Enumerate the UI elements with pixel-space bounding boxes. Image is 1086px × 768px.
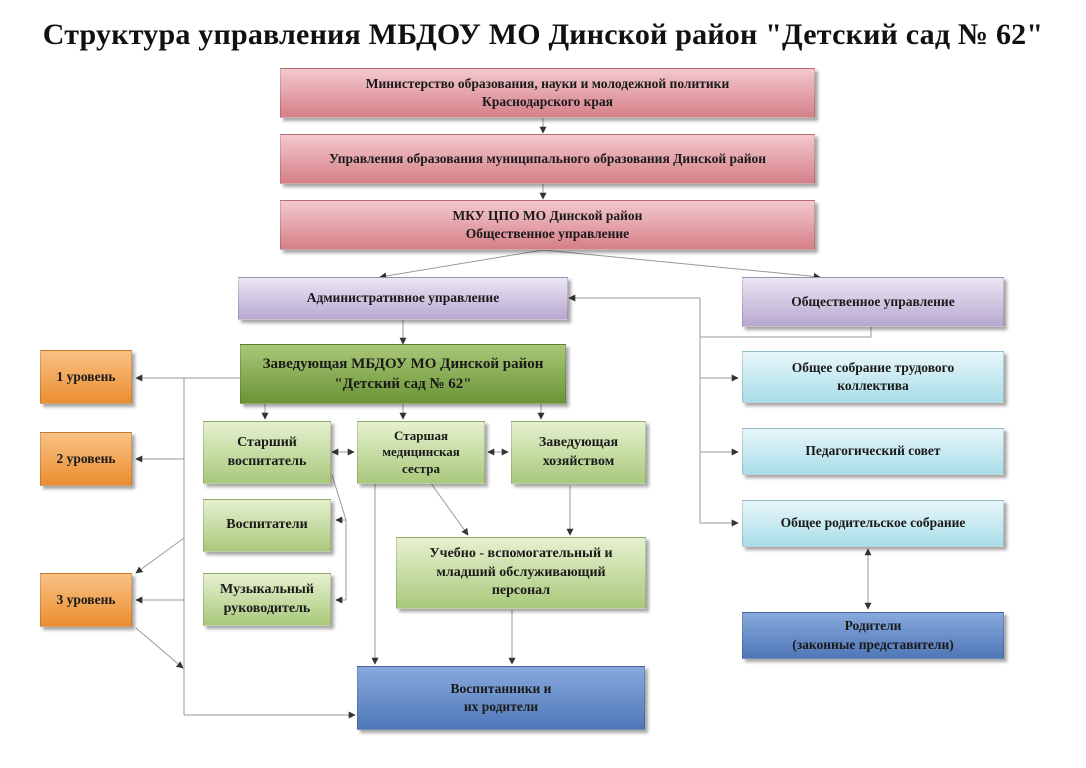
labor-meeting-box: Общее собрание трудового коллектива xyxy=(742,351,1004,403)
level-1-label: 1 уровень xyxy=(56,368,116,384)
mku-label: МКУ ЦПО МО Динской район Общественное уп… xyxy=(452,207,643,241)
teachers-box: Воспитатели xyxy=(203,499,331,552)
senior-teacher-label: Старший воспитатель xyxy=(227,434,307,469)
education-dept-box: Управления образования муниципального об… xyxy=(280,134,815,184)
page-title: Структура управления МБДОУ МО Динской ра… xyxy=(42,18,1044,51)
parents-label: Родители (законные представители) xyxy=(792,618,954,652)
parent-meeting-label: Общее родительское собрание xyxy=(780,515,966,531)
senior-nurse-box: Старшая медицинская сестра xyxy=(357,421,485,484)
level-3-label: 3 уровень xyxy=(56,591,116,607)
parents-box: Родители (законные представители) xyxy=(742,612,1004,659)
mku-box: МКУ ЦПО МО Динской район Общественное уп… xyxy=(280,200,815,250)
music-director-label: Музыкальный руководитель xyxy=(220,581,314,616)
public-management-label: Общественное управление xyxy=(791,293,955,309)
senior-nurse-label: Старшая медицинская сестра xyxy=(382,428,460,476)
pupils-box: Воспитанники и их родители xyxy=(357,666,645,730)
head-box: Заведующая МБДОУ МО Динской район "Детск… xyxy=(240,344,566,404)
head-label: Заведующая МБДОУ МО Динской район "Детск… xyxy=(262,355,544,392)
level-2-box: 2 уровень xyxy=(40,432,132,486)
admin-management-label: Административное управление xyxy=(306,290,500,306)
ministry-label: Министерство образования, науки и молоде… xyxy=(365,75,730,109)
pupils-label: Воспитанники и их родители xyxy=(450,680,552,714)
pedagogical-council-label: Педагогический совет xyxy=(805,443,941,459)
music-director-box: Музыкальный руководитель xyxy=(203,573,331,626)
support-staff-box: Учебно - вспомогательный и младший обслу… xyxy=(396,537,646,609)
parent-meeting-box: Общее родительское собрание xyxy=(742,500,1004,547)
pedagogical-council-box: Педагогический совет xyxy=(742,428,1004,475)
senior-teacher-box: Старший воспитатель xyxy=(203,421,331,484)
level-3-box: 3 уровень xyxy=(40,573,132,627)
level-1-box: 1 уровень xyxy=(40,350,132,404)
support-staff-label: Учебно - вспомогательный и младший обслу… xyxy=(429,545,613,599)
teachers-label: Воспитатели xyxy=(226,517,308,533)
labor-meeting-label: Общее собрание трудового коллектива xyxy=(791,359,955,393)
level-2-label: 2 уровень xyxy=(56,450,116,466)
public-management-box: Общественное управление xyxy=(742,277,1004,327)
education-dept-label: Управления образования муниципального об… xyxy=(328,150,767,166)
supply-head-label: Заведующая хозяйством xyxy=(538,434,619,469)
supply-head-box: Заведующая хозяйством xyxy=(511,421,646,484)
admin-management-box: Административное управление xyxy=(238,277,568,320)
ministry-box: Министерство образования, науки и молоде… xyxy=(280,68,815,118)
